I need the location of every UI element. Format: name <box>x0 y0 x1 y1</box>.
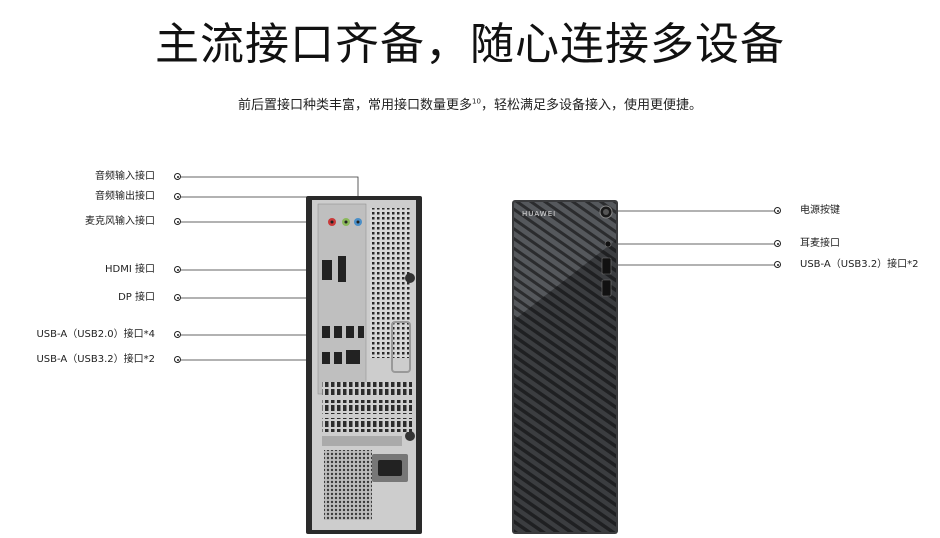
label-hdmi: HDMI 接口 <box>105 264 155 275</box>
label-audio-in: 音频输入接口 <box>95 171 155 182</box>
label-usb32-front: USB-A（USB3.2）接口*2 <box>800 259 919 270</box>
callout-dot <box>174 266 181 273</box>
label-usb20: USB-A（USB2.0）接口*4 <box>36 329 155 340</box>
subheadline-text-after: ，轻松满足多设备接入，使用更便捷。 <box>480 98 702 113</box>
callout-dot <box>774 207 781 214</box>
footnote-marker: 10 <box>472 97 481 106</box>
callout-dot <box>774 240 781 247</box>
callout-dot <box>174 294 181 301</box>
rear-chassis-illustration <box>306 196 422 534</box>
subheadline-text-before: 前后置接口种类丰富，常用接口数量更多 <box>238 98 473 113</box>
front-chassis-illustration: HUAWEI <box>512 200 618 534</box>
label-headset: 耳麦接口 <box>800 238 840 249</box>
label-power-button: 电源按键 <box>800 205 840 216</box>
page-subheadline: 前后置接口种类丰富，常用接口数量更多10，轻松满足多设备接入，使用更便捷。 <box>0 94 940 113</box>
callout-dot <box>174 331 181 338</box>
label-mic-in: 麦克风输入接口 <box>85 216 155 227</box>
callout-dot <box>774 261 781 268</box>
callout-dot <box>174 356 181 363</box>
label-dp: DP 接口 <box>118 292 155 303</box>
callout-dot <box>174 218 181 225</box>
callout-dot <box>174 193 181 200</box>
label-audio-out: 音频输出接口 <box>95 191 155 202</box>
callout-dot <box>174 173 181 180</box>
label-usb32-rear: USB-A（USB3.2）接口*2 <box>36 354 155 365</box>
page-headline: 主流接口齐备，随心连接多设备 <box>155 19 785 70</box>
brand-logo: HUAWEI <box>522 210 556 218</box>
